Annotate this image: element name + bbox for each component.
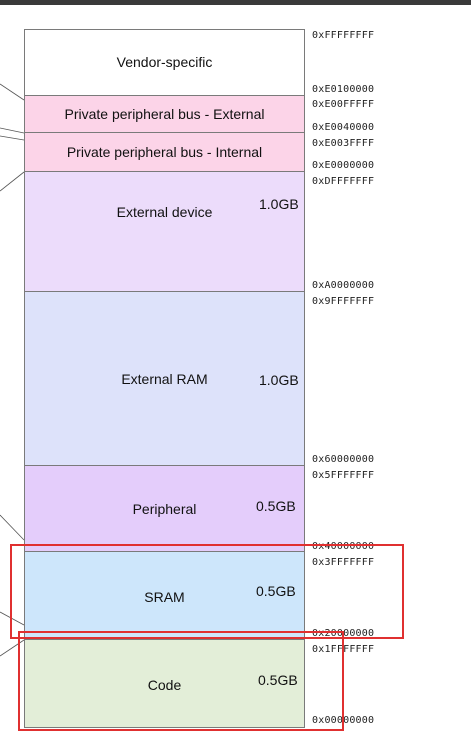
address-label: 0xE003FFFF <box>312 138 375 149</box>
address-label: 0xFFFFFFFF <box>312 30 375 41</box>
region-external-ram: External RAM 1.0GB <box>24 291 305 466</box>
region-size: 0.5GB <box>258 672 298 688</box>
region-label: Vendor-specific <box>116 54 213 70</box>
address-label: 0xE0000000 <box>312 160 375 171</box>
leader-line-sram <box>0 611 25 626</box>
address-label: 0xA0000000 <box>312 280 375 291</box>
leader-line-code <box>0 639 25 657</box>
region-ppb-external: Private peripheral bus - External <box>24 95 305 133</box>
region-external-device: External device 1.0GB <box>24 171 305 292</box>
region-vendor-specific: Vendor-specific <box>24 29 305 96</box>
address-label: 0x9FFFFFFF <box>312 296 375 307</box>
region-label: Peripheral <box>132 501 197 517</box>
address-label: 0xE0040000 <box>312 122 375 133</box>
region-label: External device <box>116 204 213 220</box>
region-size: 1.0GB <box>259 372 299 388</box>
highlight-box-code <box>18 631 344 731</box>
leader-line-ext-device <box>0 171 25 192</box>
region-code: Code 0.5GB <box>24 639 305 728</box>
region-peripheral: Peripheral 0.5GB <box>24 465 305 552</box>
region-label: Private peripheral bus - External <box>64 106 265 122</box>
region-label: Private peripheral bus - Internal <box>66 144 263 160</box>
address-label: 0xE00FFFFF <box>312 99 375 110</box>
address-label: 0xE0100000 <box>312 84 375 95</box>
address-label: 0x5FFFFFFF <box>312 470 375 481</box>
highlight-box-sram <box>10 544 404 639</box>
region-label: Code <box>147 677 182 693</box>
region-ppb-internal: Private peripheral bus - Internal <box>24 132 305 172</box>
region-size: 1.0GB <box>259 196 299 212</box>
region-size: 0.5GB <box>256 498 296 514</box>
region-label: SRAM <box>144 589 185 605</box>
region-label: External RAM <box>121 371 208 387</box>
address-label: 0x3FFFFFFF <box>312 557 375 568</box>
window-top-bar <box>0 0 471 5</box>
address-label: 0x40000000 <box>312 541 375 552</box>
leader-line-peripheral <box>0 514 25 541</box>
region-size: 0.5GB <box>256 583 296 599</box>
address-label: 0xDFFFFFFF <box>312 176 375 187</box>
leader-line-vendor <box>0 83 25 101</box>
address-label: 0x60000000 <box>312 454 375 465</box>
leader-line-ppb-ext <box>0 127 25 134</box>
region-sram: SRAM 0.5GB <box>24 551 305 640</box>
leader-line-ppb-int <box>0 135 25 141</box>
